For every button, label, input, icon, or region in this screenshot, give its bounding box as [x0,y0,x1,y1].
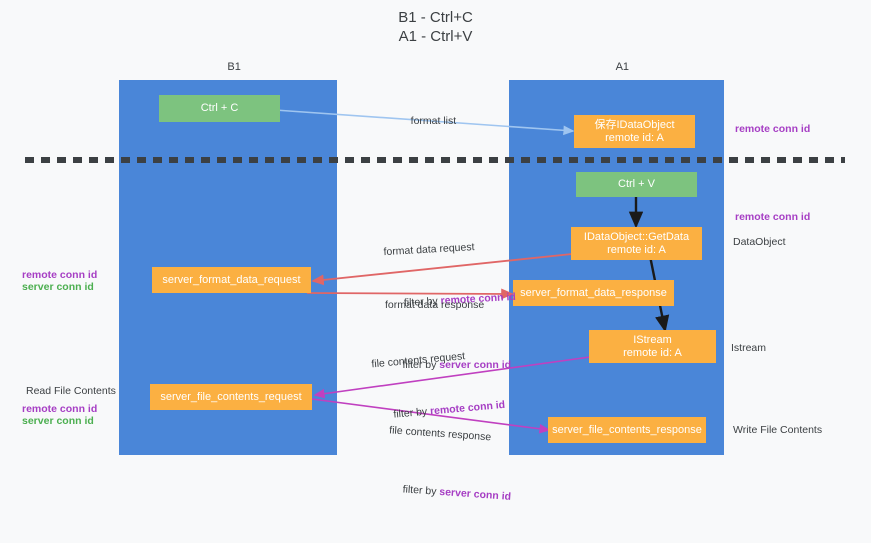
page-title: B1 - Ctrl+C A1 - Ctrl+V [398,9,473,45]
node-server-file-contents-request[interactable]: server_file_contents_request [150,384,312,410]
annotation-left-remote-conn-id-1: remote conn id [22,269,98,281]
edge-label-format-data-request-line1: format data request [383,241,475,259]
node-save-idataobject[interactable]: 保存IDataObject remote id: A [574,115,695,148]
filter-by-text-2: filter by [402,359,440,371]
annotation-left-remote-conn-id-2: remote conn id [22,403,98,415]
edge-label-format-list: format list [399,102,457,141]
filter-by-text-4: filter by [402,483,440,498]
lane-b1-title: B1 [227,61,241,73]
node-ctrl-v[interactable]: Ctrl + V [576,172,697,197]
node-server-file-contents-response[interactable]: server_file_contents_response [548,417,706,443]
node-istream[interactable]: IStream remote id: A [589,330,716,363]
node-ctrl-c[interactable]: Ctrl + C [159,95,280,122]
edge-label-format-data-response: format data response filter by server co… [385,273,511,411]
node-idataobject-getdata[interactable]: IDataObject::GetData remote id: A [571,227,702,260]
highlight-server-conn-id-2: server conn id [438,485,512,503]
edge-label-format-data-response-line1: format data response [385,299,485,311]
edge-label-file-contents-response: file contents response filter by server … [382,398,517,542]
annotation-dataobject: DataObject [733,236,786,248]
edge-label-file-contents-response-line2: filter by server conn id [384,469,512,517]
highlight-server-conn-id-1: server conn id [439,359,512,371]
annotation-write-file-contents: Write File Contents [733,424,823,436]
annotation-read-file-contents: Read File Contents [26,385,116,397]
diagram-canvas: B1 - Ctrl+C A1 - Ctrl+V B1 connection A1… [22,9,845,503]
phase-divider [25,157,845,163]
lane-a1-title: A1 [615,61,630,73]
annotation-remote-conn-id-top: remote conn id [735,123,811,135]
annotation-remote-conn-id-mid: remote conn id [735,211,811,223]
edge-label-format-data-response-line2: filter by server conn id [385,346,512,385]
annotation-istream: Istream [731,342,767,354]
edge-label-file-contents-response-line1: file contents response [388,424,492,444]
annotation-left-server-conn-id-1: server conn id [22,281,94,293]
edge-label-file-contents-request-line1: file contents request [370,350,466,371]
node-server-format-data-response[interactable]: server_format_data_response [513,280,674,306]
node-server-format-data-request[interactable]: server_format_data_request [152,267,311,293]
edge-label-format-list-line1: format list [410,115,457,127]
annotation-left-server-conn-id-2: server conn id [22,415,94,427]
